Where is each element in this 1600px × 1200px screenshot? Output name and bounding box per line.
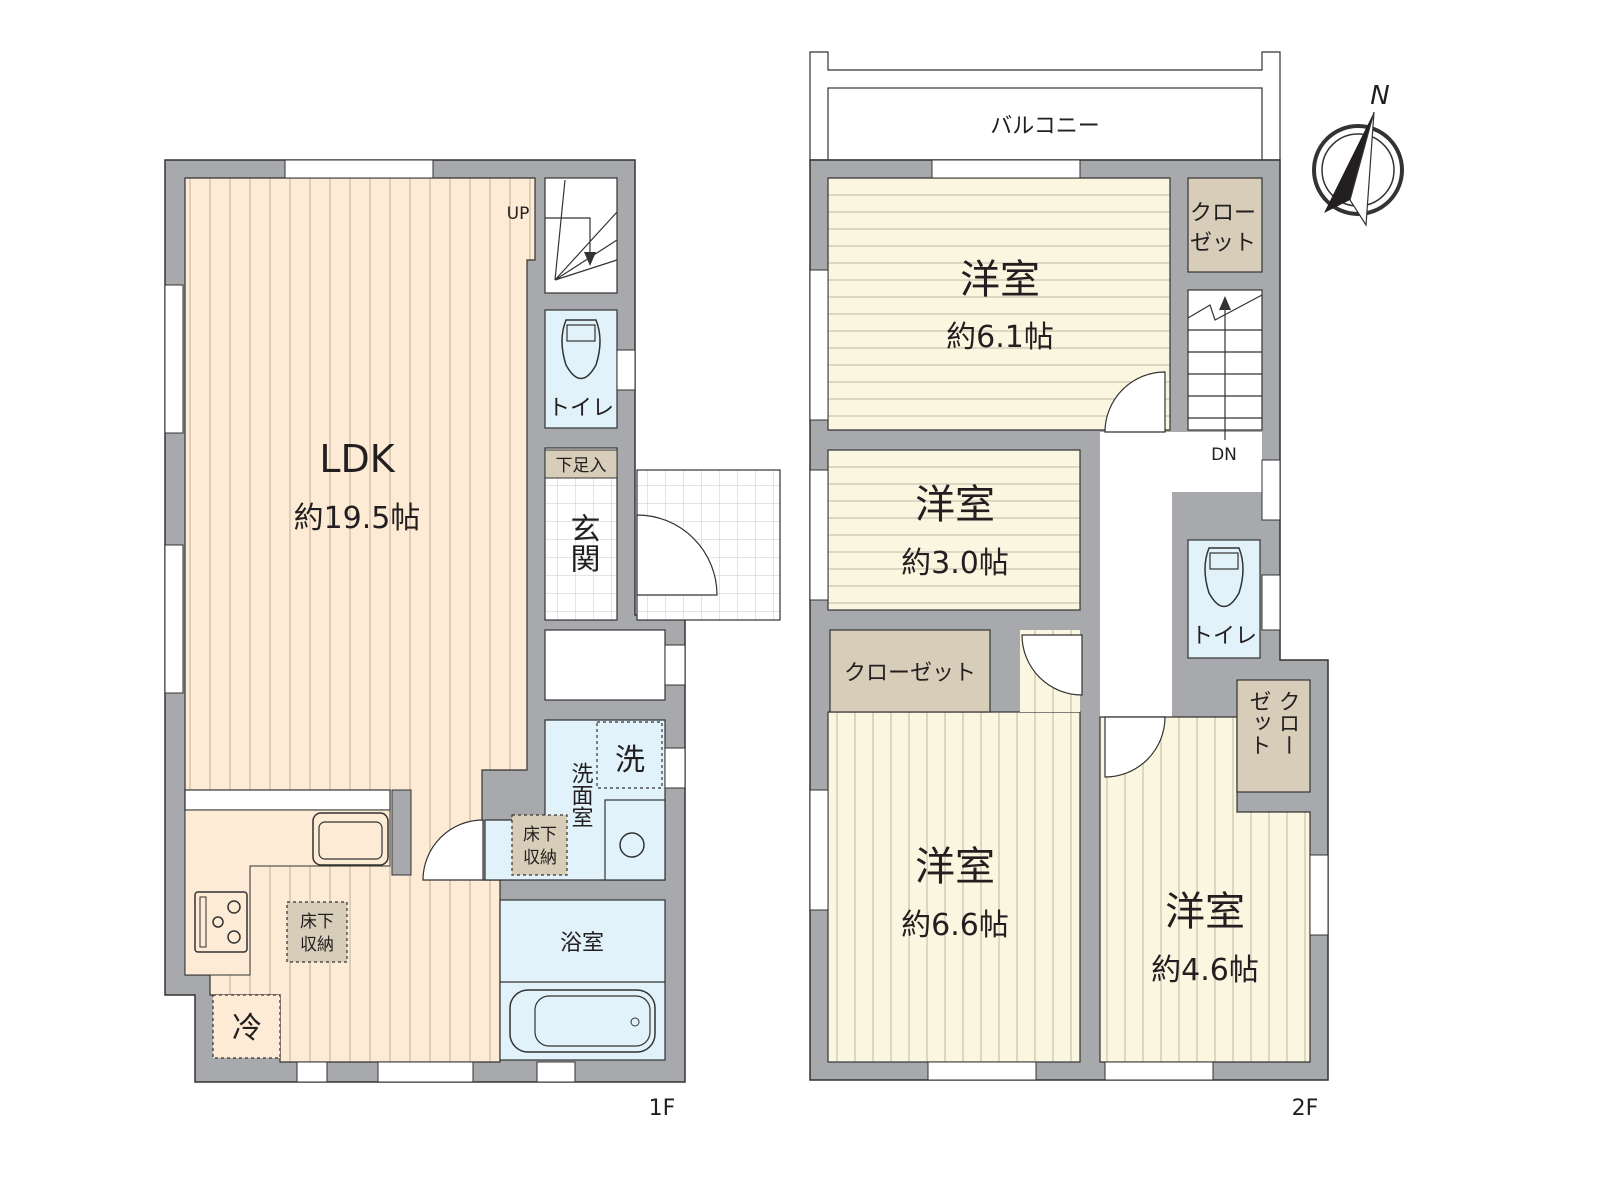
shoe-storage-label: 下足入 [556,456,607,476]
washroom-door-icon [422,819,484,881]
sink-basin [318,821,383,860]
underfloor-storage-label-2: 収納 [300,935,334,955]
closet-a-label-2: ゼット [1190,231,1256,256]
stairs-down-label: DN [1211,445,1237,465]
closet-c [829,629,991,713]
closet-a-label-1: クロー [1190,201,1256,226]
room-d-name: 洋室 [1165,889,1245,935]
vanity-icon [604,799,666,881]
stairs-up-label: UP [507,204,530,224]
room-b-name: 洋室 [915,482,995,528]
room-western-3-0 [827,449,1081,611]
toilet-2f-label: トイレ [1191,624,1257,649]
door-room-d-icon [1104,716,1166,778]
entrance-door-icon [636,514,718,596]
room-b-area: 約3.0帖 [901,546,1009,581]
windows-1f [164,159,686,1083]
closet-d [1236,679,1311,793]
underfloor-storage-label-1: 床下 [300,912,334,932]
ldk-name: LDK [319,437,395,481]
closet-d-label-2: ゼット [1246,690,1271,756]
stairs-1f [544,177,618,294]
stove-icon [194,891,248,953]
room-a-name: 洋室 [960,257,1040,303]
compass-icon: N [1312,81,1404,227]
balcony-label: バルコニー [990,114,1100,139]
fridge-space [212,994,281,1059]
room-c-name: 洋室 [915,844,995,890]
shoe-storage [544,449,618,479]
bathroom-label: 浴室 [560,931,604,956]
toilet-icon [1204,547,1244,608]
toilet-icon [561,319,601,380]
hallway-1f [544,629,666,701]
underfloor-storage-kitchen [286,901,348,963]
door-room-c-icon [1021,634,1083,696]
room-a-area: 約6.1帖 [946,320,1054,355]
kitchen-counter-back [184,789,391,811]
floor-2f: バルコニー 洋室 約6.1帖 クロー ゼット DN 洋室 約3.0帖 トイレ [809,51,1329,1121]
washer-space [596,721,663,789]
door-room-a-icon [1104,371,1166,433]
room-d-area: 約4.6帖 [1151,953,1259,988]
closet-d-label-1: クロー [1275,690,1300,756]
closet-a [1187,177,1263,273]
fridge-label: 冷 [232,1011,262,1046]
room-western-6-6 [827,711,1081,1063]
underfloor-storage-label-1: 床下 [523,825,557,845]
washroom-label: 洗面室 [568,762,594,828]
floor-1f: 床下 収納 冷 LDK 約19.5帖 UP トイレ 下足入 玄関 洗 洗面室 床… [164,159,781,1121]
entrance-label: 玄関 [565,513,600,573]
floor-label-2f: 2F [1292,1096,1319,1121]
washer-label: 洗 [615,743,645,778]
room-western-6-1 [827,177,1171,431]
closet-c-label: クローゼット [844,661,976,686]
underfloor-storage-wash [511,814,568,876]
underfloor-storage-label-2: 収納 [523,848,557,868]
sink-icon [312,812,389,866]
compass-north-label: N [1370,81,1389,111]
toilet-label: トイレ [548,396,614,421]
basin-icon [619,832,645,858]
windows-2f [809,159,1329,1081]
kitchen-partition [391,789,412,876]
stairs-2f [1187,289,1263,440]
room-c-area: 約6.6帖 [901,908,1009,943]
floor-label-1f: 1F [649,1096,676,1121]
hallway-2f-lower [1100,432,1172,717]
balcony [827,87,1263,161]
ldk-area: 約19.5帖 [294,501,421,536]
bathtub-icon [509,989,656,1053]
